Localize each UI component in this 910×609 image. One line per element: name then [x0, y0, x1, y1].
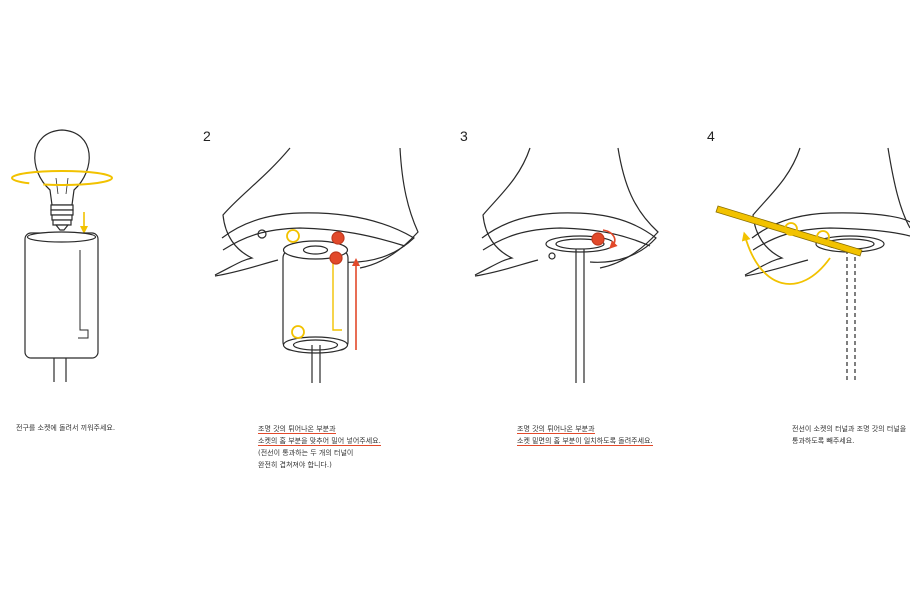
step-3-illustration — [474, 147, 659, 383]
caption-line: 소켓의 홈 부분을 맞추어 밀어 넣어주세요. — [258, 435, 381, 447]
step-number: 3 — [460, 128, 468, 144]
tunnel-marker-icon — [784, 222, 798, 236]
step-2-illustration — [214, 147, 419, 383]
caption-line: 소켓 밑면의 홈 부분이 일치하도록 돌려주세요. — [517, 435, 653, 447]
step-1-illustration — [11, 129, 113, 382]
step-number: 4 — [707, 128, 715, 144]
step-1-caption: 전구를 소켓에 돌려서 끼워주세요. — [16, 422, 115, 434]
underlined-text: 소켓 밑면의 홈 부분이 일치하도록 돌려주세요. — [517, 437, 653, 446]
caption-line: 조명 갓의 튀어나온 부분과 — [258, 423, 381, 435]
lamp-shade-icon — [744, 147, 910, 277]
underlined-text: 조명 갓의 튀어나온 부분과 — [258, 425, 336, 434]
tunnel-marker-icon — [816, 230, 830, 244]
rotate-arrow-icon — [11, 170, 113, 186]
lamp-shade-icon — [474, 147, 659, 383]
lamp-shade-icon — [214, 147, 419, 277]
alignment-dot-icon — [591, 232, 605, 246]
underlined-text: 소켓의 홈 부분을 맞추어 밀어 넣어주세요. — [258, 437, 381, 446]
rotate-arrow-icon — [602, 229, 618, 249]
caption-line: (전선이 통과하는 두 개의 터널이 — [258, 449, 354, 457]
socket-icon — [24, 231, 99, 382]
caption-line: 완전히 겹쳐져야 합니다.) — [258, 461, 332, 469]
caption-line: 전선이 소켓의 터널과 조명 갓의 터널을 — [792, 425, 907, 433]
underlined-text: 조명 갓의 튀어나온 부분과 — [517, 425, 595, 434]
caption-line: 조명 갓의 튀어나온 부분과 — [517, 423, 653, 435]
alignment-dot-icon — [329, 251, 343, 265]
caption-line: 통과하도록 빼주세요. — [792, 437, 855, 445]
step-4-caption: 전선이 소켓의 터널과 조명 갓의 터널을 통과하도록 빼주세요. — [792, 423, 906, 447]
step-4-illustration — [715, 147, 910, 383]
rotate-arrow-icon — [741, 231, 831, 285]
caption-line: 전구를 소켓에 돌려서 끼워주세요. — [16, 424, 116, 432]
step-3-caption: 조명 갓의 튀어나온 부분과 소켓 밑면의 홈 부분이 일치하도록 돌려주세요. — [517, 423, 653, 447]
alignment-dot-icon — [331, 231, 345, 245]
light-bulb-icon — [34, 129, 90, 231]
step-2-caption: 조명 갓의 튀어나온 부분과 소켓의 홈 부분을 맞추어 밀어 넣어주세요. (… — [258, 423, 381, 471]
tunnel-marker-icon — [291, 325, 305, 339]
tunnel-marker-icon — [286, 229, 300, 243]
step-number: 2 — [203, 128, 211, 144]
cable-icon — [715, 205, 863, 257]
